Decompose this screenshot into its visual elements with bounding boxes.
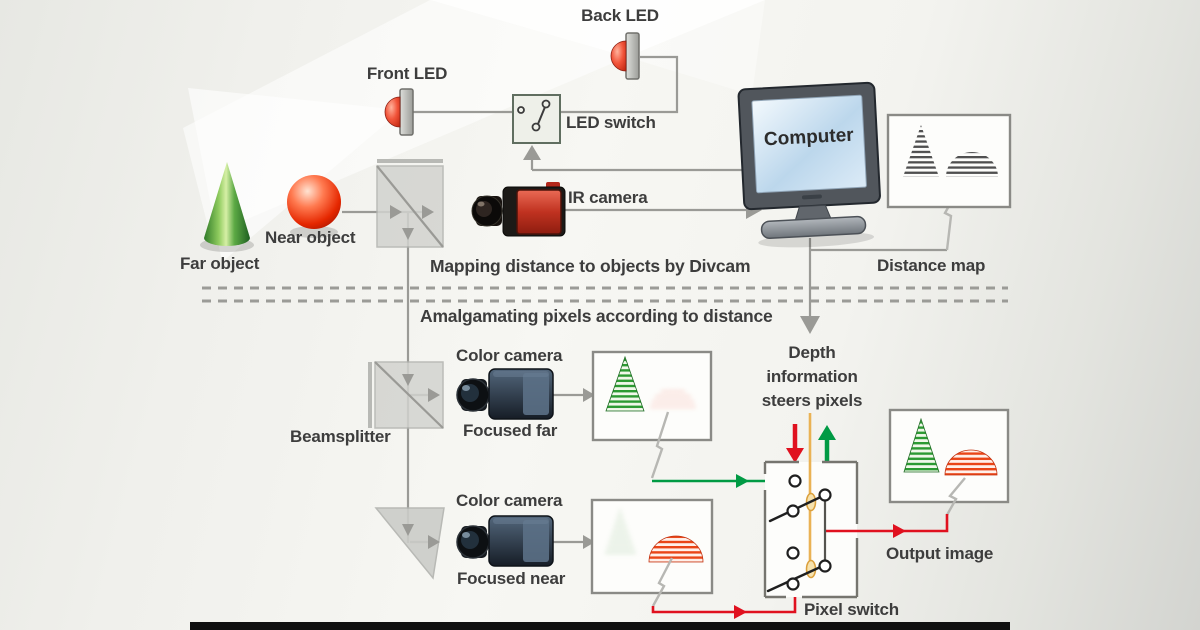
color-camera-far-icon <box>456 368 554 420</box>
focused-far-label: Focused far <box>463 421 558 440</box>
led-switch-label: LED switch <box>566 113 656 132</box>
distance-map-label: Distance map <box>877 256 986 275</box>
pixel-switch-icon <box>763 413 949 599</box>
near-object-sphere-icon <box>287 175 341 238</box>
led-switch-icon <box>512 94 561 144</box>
near-object-label: Near object <box>265 228 356 247</box>
back-led-icon <box>610 32 640 80</box>
mirror-icon <box>374 507 445 580</box>
output-image-thumb <box>888 408 1010 516</box>
focused-near-thumb <box>590 498 714 607</box>
depth-info-line3: steers pixels <box>761 391 863 410</box>
front-led-label: Front LED <box>366 64 448 83</box>
mapping-caption: Mapping distance to objects by Divcam <box>430 256 751 276</box>
focused-far-thumb <box>591 350 713 479</box>
depth-info-label: Depth information steers pixels <box>761 341 863 413</box>
far-object-cone-icon <box>200 162 254 252</box>
far-object-label: Far object <box>180 254 260 273</box>
depth-info-line1: Depth <box>788 343 836 362</box>
beamsplitter-label: Beamsplitter <box>290 427 391 446</box>
computer-monitor-icon: Computer <box>737 81 881 248</box>
distance-map-thumb <box>886 113 1012 209</box>
amalgamating-caption: Amalgamating pixels according to distanc… <box>420 306 773 326</box>
focused-near-signal-wire <box>651 590 797 619</box>
color-camera-near-icon <box>456 515 554 567</box>
front-led-icon <box>384 88 414 136</box>
color-camera-near-label: Color camera <box>456 491 563 510</box>
color-camera-far-label: Color camera <box>456 346 563 365</box>
pixel-switch-label: Pixel switch <box>804 600 899 619</box>
flow-arrowheads <box>390 205 820 549</box>
depth-up-arrow-icon <box>818 425 836 440</box>
bottom-border-bar <box>190 622 1010 630</box>
ir-camera-label: IR camera <box>568 188 648 207</box>
depth-down-arrow-icon <box>786 448 804 463</box>
back-led-label: Back LED <box>581 6 659 25</box>
focused-near-label: Focused near <box>457 569 566 588</box>
ir-camera-icon <box>471 182 566 237</box>
output-image-label: Output image <box>886 544 994 563</box>
depth-steer-arrows <box>786 424 836 463</box>
computer-label: Computer <box>763 125 854 151</box>
depth-info-line2: information <box>766 367 858 386</box>
led-light-beams <box>183 0 765 262</box>
